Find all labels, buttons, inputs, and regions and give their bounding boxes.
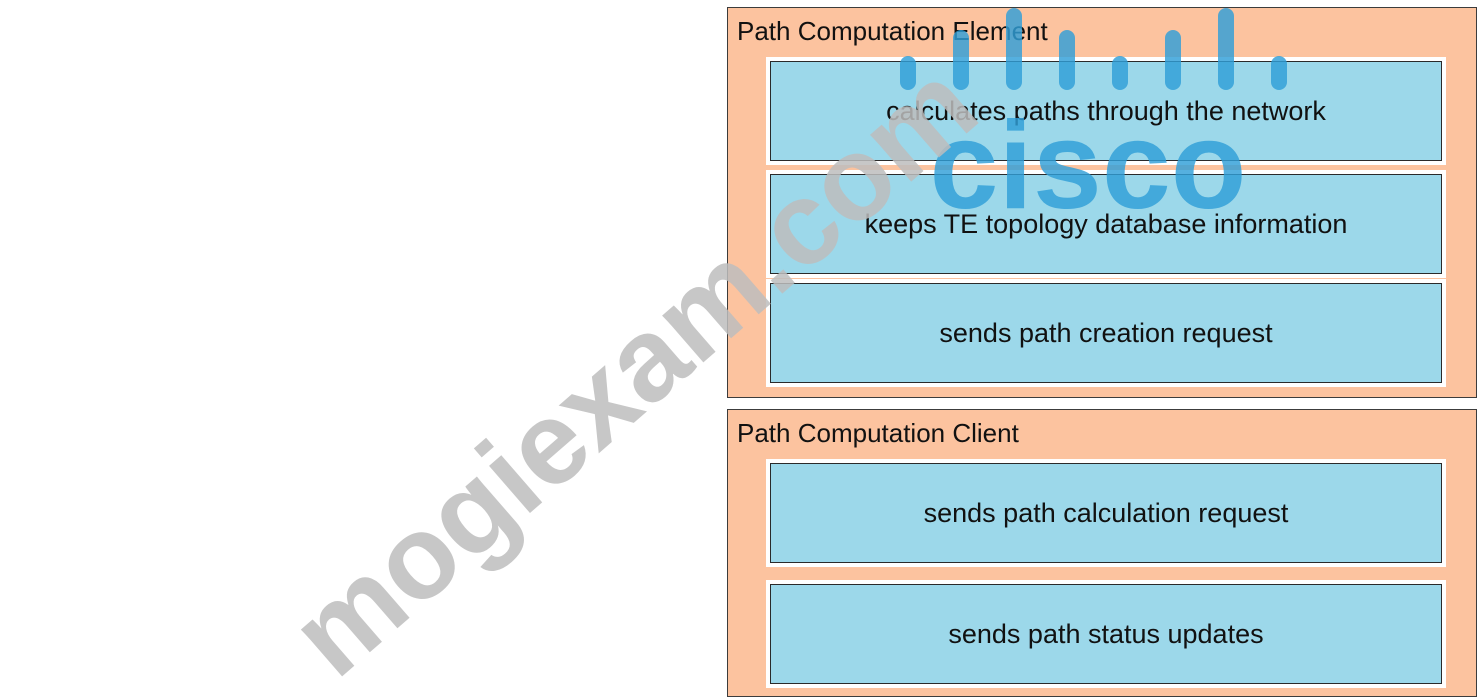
pce-group: Path Computation Element calculates path… bbox=[727, 7, 1477, 398]
pce-item-calculates-paths[interactable]: calculates paths through the network bbox=[770, 61, 1442, 161]
pcc-group: Path Computation Client sends path calcu… bbox=[727, 409, 1477, 697]
pcc-item-sends-calculation-request[interactable]: sends path calculation request bbox=[770, 463, 1442, 563]
pcc-item-sends-status-updates[interactable]: sends path status updates bbox=[770, 584, 1442, 684]
pcc-group-title: Path Computation Client bbox=[737, 418, 1019, 448]
pce-group-title: Path Computation Element bbox=[737, 16, 1048, 46]
pce-item-keeps-topology[interactable]: keeps TE topology database information bbox=[770, 174, 1442, 274]
pce-item-sends-creation-request[interactable]: sends path creation request bbox=[770, 283, 1442, 383]
